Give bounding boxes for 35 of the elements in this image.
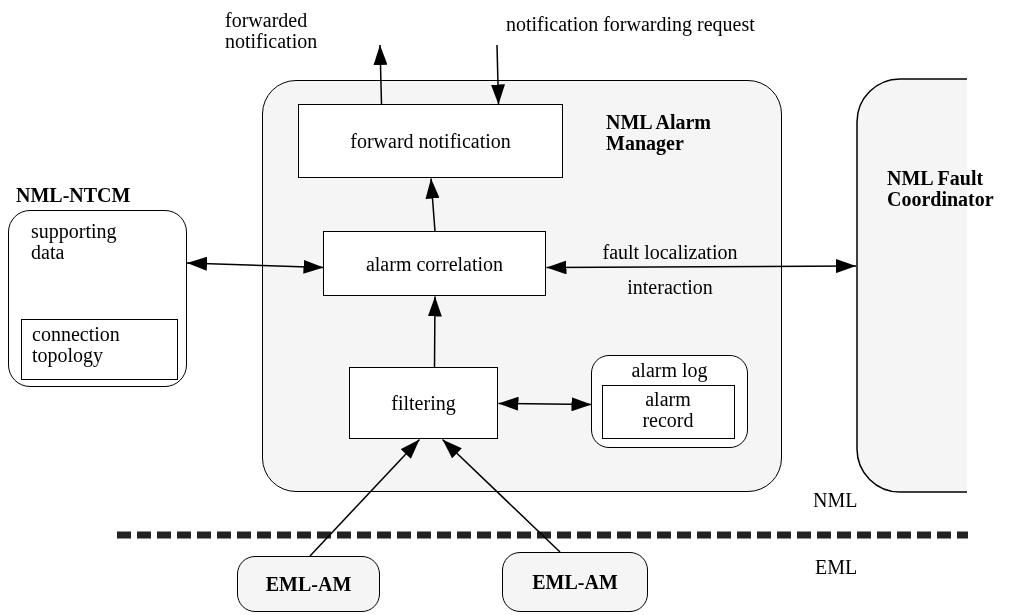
layer-label: EML xyxy=(815,557,859,578)
module-label: supporting data xyxy=(31,221,118,263)
arrow xyxy=(186,256,325,274)
record-box xyxy=(602,385,735,439)
layer-label: NML xyxy=(813,490,859,511)
agent-box xyxy=(237,556,380,612)
flow-label: notification forwarding request xyxy=(506,14,756,35)
agent-box xyxy=(502,552,648,612)
process-box xyxy=(349,367,498,439)
box-label: filtering xyxy=(390,392,457,414)
arrow xyxy=(373,44,388,106)
agent-label: EML-AM xyxy=(531,571,619,593)
module-title: NML-NTCM xyxy=(16,185,132,206)
box-label: alarm correlation xyxy=(364,253,505,274)
flow-label: forwarded notification xyxy=(225,10,319,52)
edge-label: fault localization interaction xyxy=(601,240,739,300)
arrow xyxy=(545,259,857,275)
process-box xyxy=(298,104,563,178)
panel-title: NML Fault Coordinator xyxy=(887,168,995,210)
arrow xyxy=(497,396,593,412)
arrow xyxy=(441,438,561,553)
arrow xyxy=(427,295,442,369)
arrow xyxy=(309,438,421,557)
process-box xyxy=(323,231,546,296)
agent-label: EML-AM xyxy=(264,573,353,595)
box-label: connection topology xyxy=(32,324,121,366)
arrow xyxy=(491,44,505,106)
box-label: forward notification xyxy=(349,130,512,152)
box-label: alarm record xyxy=(641,389,695,431)
log-container xyxy=(591,355,748,448)
manager-panel xyxy=(262,80,782,492)
container-title: alarm log xyxy=(630,360,709,381)
arrow xyxy=(425,177,440,233)
panel-title: NML Alarm Manager xyxy=(606,112,712,154)
data-box xyxy=(21,319,178,380)
